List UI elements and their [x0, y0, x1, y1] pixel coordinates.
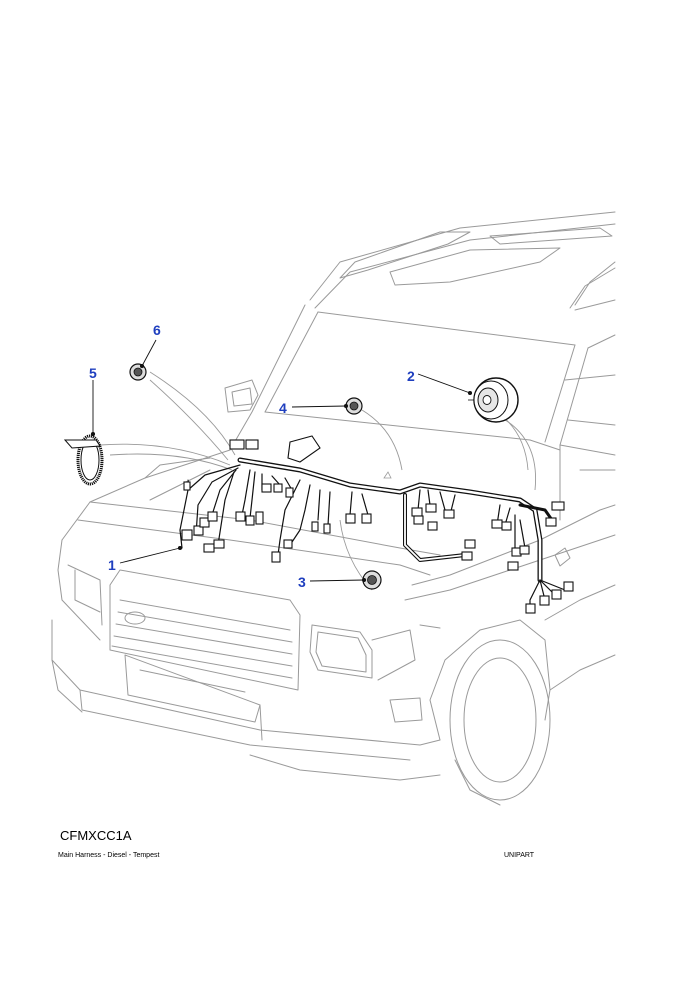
bonnet-marker: [383, 471, 392, 479]
main-harness: [179, 457, 566, 611]
large-grommet-part-2: [468, 377, 519, 423]
callout-3[interactable]: 3: [298, 574, 306, 590]
drawing-code: CFMXCC1A: [60, 828, 132, 843]
diagram-caption: Main Harness - Diesel - Tempest: [58, 852, 160, 859]
cable-tie-part-5: [63, 434, 104, 486]
grommet-part-4: [345, 397, 363, 415]
harness-connectors: [181, 435, 574, 614]
callout-2[interactable]: 2: [407, 368, 415, 384]
grommet-part-3: [362, 570, 382, 590]
callout-1[interactable]: 1: [108, 557, 116, 573]
brand-label: UNIPART: [504, 852, 535, 859]
callout-6[interactable]: 6: [153, 322, 161, 338]
callout-5[interactable]: 5: [89, 365, 97, 381]
vehicle-outline: [51, 211, 616, 806]
part-leader-lines: [99, 371, 537, 591]
callout-leaders: [90, 339, 473, 583]
callout-4[interactable]: 4: [279, 400, 287, 416]
